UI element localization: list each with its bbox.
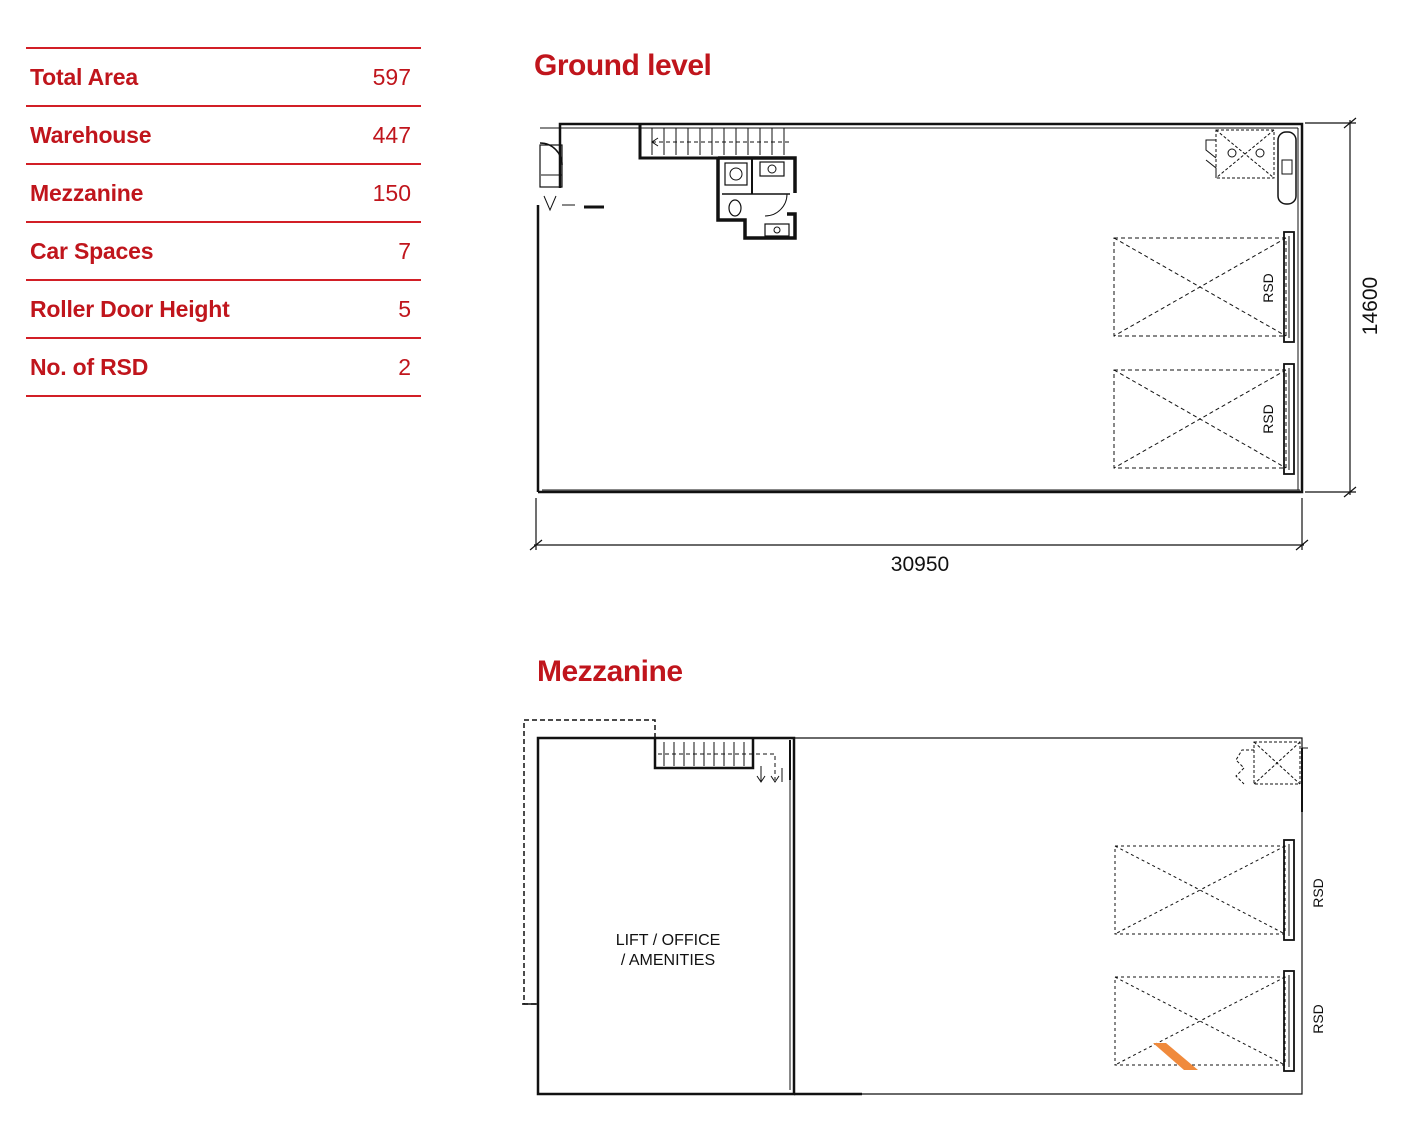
spec-row-total-area: Total Area 597 xyxy=(26,49,421,107)
ground-depth-label: 14600 xyxy=(1359,277,1382,335)
mezzanine-roller-door-2 xyxy=(1114,970,1295,1072)
office-label-line1: LIFT / OFFICE xyxy=(616,932,721,949)
mezzanine-title: Mezzanine xyxy=(537,655,683,688)
ground-level-title: Ground level xyxy=(534,49,712,82)
mezzanine-rsd-label-1: RSD xyxy=(1310,878,1326,908)
spec-row-rsd-count: No. of RSD 2 xyxy=(26,339,421,397)
spec-label: Warehouse xyxy=(30,121,152,148)
ground-stairs xyxy=(638,124,790,160)
office-label-line2: / AMENITIES xyxy=(621,952,715,969)
ground-roller-door-1 xyxy=(1113,231,1295,343)
spec-label: Car Spaces xyxy=(30,237,154,264)
spec-label: Total Area xyxy=(30,63,138,90)
mezzanine-stairs xyxy=(653,738,791,783)
spec-value: 597 xyxy=(372,63,411,90)
spec-table: Total Area 597 Warehouse 447 Mezzanine 1… xyxy=(26,47,421,397)
ground-amenities xyxy=(716,156,797,240)
spec-row-car-spaces: Car Spaces 7 xyxy=(26,223,421,281)
ground-rsd-label-2: RSD xyxy=(1260,404,1276,434)
spec-row-mezzanine: Mezzanine 150 xyxy=(26,165,421,223)
spec-value: 2 xyxy=(398,353,411,380)
highlight-marker xyxy=(1153,1043,1198,1070)
spec-row-roller-door-height: Roller Door Height 5 xyxy=(26,281,421,339)
spec-row-warehouse: Warehouse 447 xyxy=(26,107,421,165)
ground-width-label: 30950 xyxy=(891,553,949,576)
mezzanine-rsd-label-2: RSD xyxy=(1310,1004,1326,1034)
mezzanine-roller-door-1 xyxy=(1114,839,1295,941)
spec-value: 150 xyxy=(372,179,411,206)
mezzanine-corner-amenity xyxy=(1235,741,1308,812)
mezzanine-plan xyxy=(522,719,1308,1096)
ground-rsd-label-1: RSD xyxy=(1260,273,1276,303)
ground-corner-amenity xyxy=(1205,129,1297,205)
spec-value: 447 xyxy=(372,121,411,148)
spec-label: Mezzanine xyxy=(30,179,144,206)
spec-value: 7 xyxy=(398,237,411,264)
ground-depth-dimension xyxy=(1305,117,1357,498)
ground-width-dimension xyxy=(529,498,1309,551)
spec-label: No. of RSD xyxy=(30,353,149,380)
ground-level-plan xyxy=(529,117,1357,551)
spec-label: Roller Door Height xyxy=(30,295,230,322)
spec-value: 5 xyxy=(398,295,411,322)
ground-roller-door-2 xyxy=(1113,363,1295,475)
